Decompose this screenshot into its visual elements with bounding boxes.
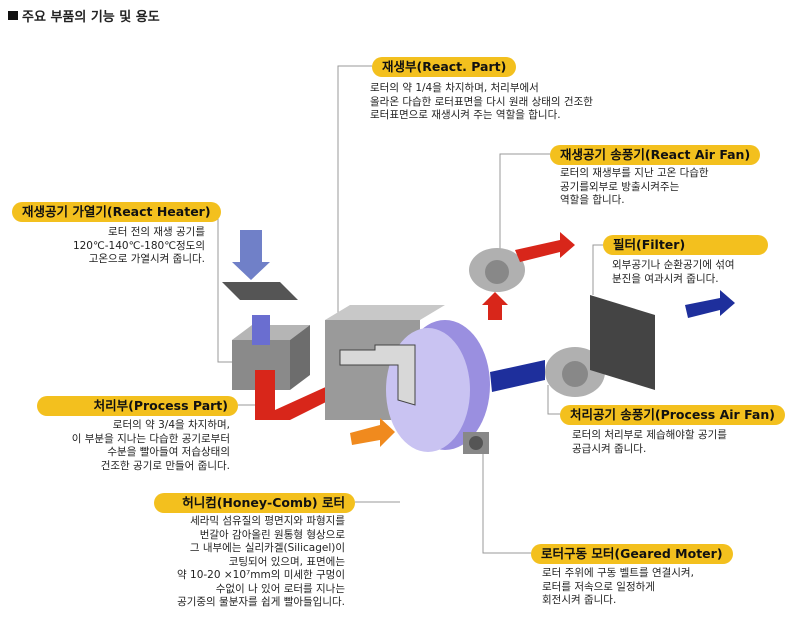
label-react-part: 재생부(React. Part) <box>372 57 517 77</box>
desc-line: 역할을 합니다. <box>560 194 625 206</box>
desc-line: 약 10-20 ×10⁷mm의 미세한 구멍이 <box>177 569 345 581</box>
desc-line: 로터를 저속으로 일정하게 <box>542 580 655 593</box>
desc-line: 로터표면으로 재생시켜 주는 역할을 합니다. <box>370 109 561 121</box>
title-text: 주요 부품의 기능 및 용도 <box>22 10 160 25</box>
desc-line: 코팅되어 있으며, 표면에는 <box>228 555 345 568</box>
desc-line: 회전시켜 줍니다. <box>542 594 617 606</box>
desc-line: 번갈아 감아올린 원통형 형상으로 <box>199 528 345 541</box>
desc-line: 고온으로 가열시켜 줍니다. <box>88 253 205 265</box>
desc-line: 외부공기나 순환공기에 섞여 <box>612 259 735 271</box>
desc-line: 로터의 재생부를 지난 고온 다습한 <box>560 167 709 179</box>
desc-line: 수분을 빨아들여 저습상태의 <box>107 446 230 458</box>
desc-line: 로터의 약 3/4을 차지하며, <box>112 419 230 431</box>
desc-line: 공기중의 물분자를 쉽게 빨아들입니다. <box>177 596 345 608</box>
label-react-air-fan: 재생공기 송풍기(React Air Fan) <box>550 145 761 165</box>
desc-line: 로터 전의 재생 공기를 <box>108 226 205 238</box>
desc-line: 이 부분을 지나는 다습한 공기로부터 <box>71 432 230 445</box>
desc-line: 공기를외부로 방출시켜주는 <box>560 180 680 193</box>
label-react-heater: 재생공기 가열기(React Heater) <box>12 202 221 222</box>
label-geared-motor: 로터구동 모터(Geared Moter) <box>531 544 733 564</box>
label-process-air-fan: 처리공기 송풍기(Process Air Fan) <box>560 405 785 425</box>
desc-line: 로터 주위에 구동 벨트를 연결시켜, <box>542 567 694 579</box>
page-title: 주요 부품의 기능 및 용도 <box>8 6 160 25</box>
desc-line: 그 내부에는 실리카겔(Silicagel)이 <box>189 542 345 554</box>
desc-line: 로터의 처리부로 제습해야할 공기를 <box>572 429 727 441</box>
desc-line: 올라온 다습한 로터표면을 다시 원래 상태의 건조한 <box>370 95 593 108</box>
label-filter: 필터(Filter) <box>603 235 768 255</box>
bullet-square-icon <box>8 11 18 20</box>
desc-line: 세라믹 섬유질의 평면지와 파형지를 <box>190 515 345 527</box>
desc-line: 로터의 약 1/4을 차지하며, 처리부에서 <box>370 82 539 94</box>
desc-line: 120℃-140℃-180℃정도의 <box>72 239 205 252</box>
label-honeycomb-rotor: 허니컴(Honey-Comb) 로터 <box>154 493 355 513</box>
desc-line: 수없이 나 있어 로터를 지나는 <box>215 582 345 595</box>
desc-line: 분진을 여과시켜 줍니다. <box>612 272 719 285</box>
heater-arrow-down <box>232 230 270 280</box>
desc-line: 건조한 공기로 만들어 줍니다. <box>100 459 230 472</box>
desc-line: 공급시켜 줍니다. <box>572 442 647 455</box>
label-process-part: 처리부(Process Part) <box>37 396 238 416</box>
